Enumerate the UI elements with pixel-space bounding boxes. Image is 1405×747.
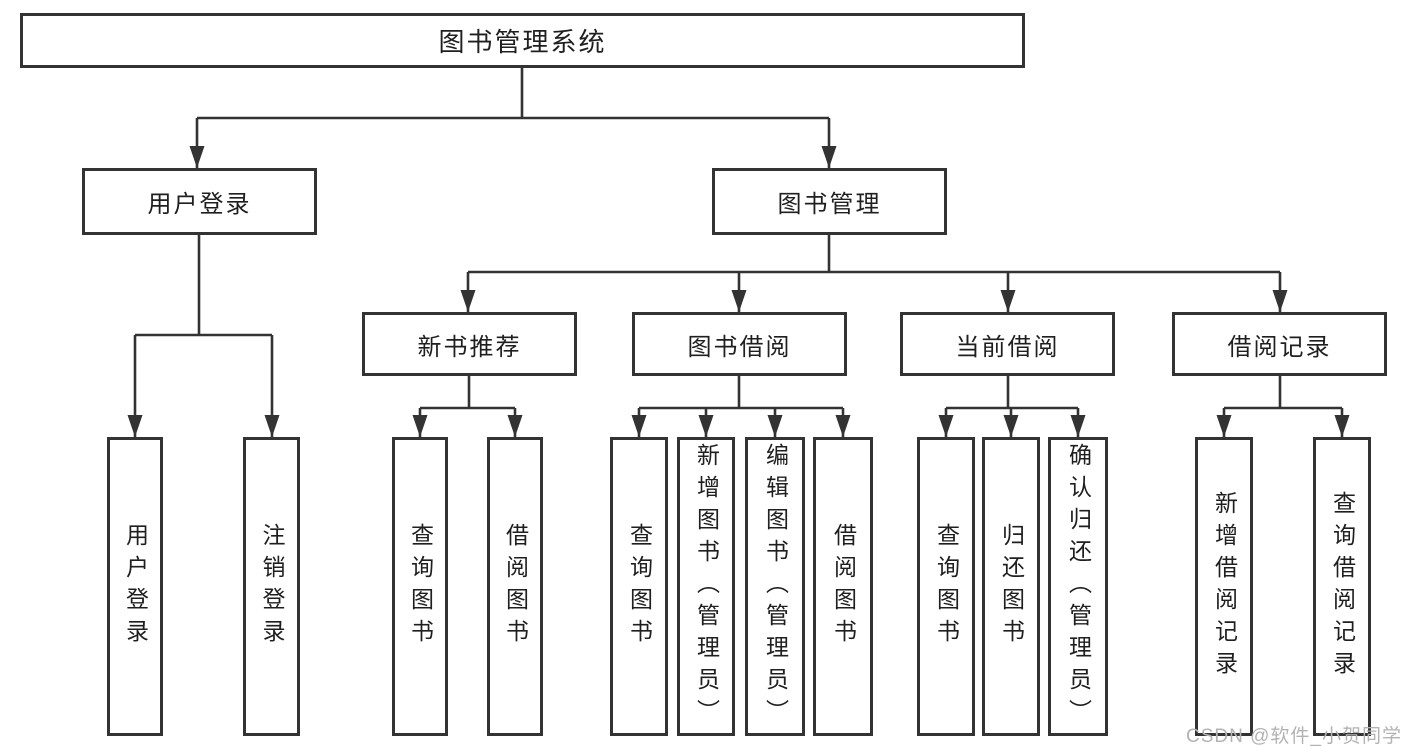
connector-book-borrowing [631,376,851,437]
node-label: 查询借阅记录 [1329,490,1356,683]
node-add-borrow-record: 新增借阅记录 [1195,437,1253,736]
node-label: 新书推荐 [417,333,522,361]
node-query-books-current: 查询图书 [917,437,975,736]
node-borrow-books-recommend: 借阅图书 [487,437,543,736]
node-query-books-borrowing: 查询图书 [610,437,668,736]
node-new-book-recommendation: 新书推荐 [362,312,577,376]
node-book-management: 图书管理 [712,168,947,235]
node-borrow-books-leaf: 借阅图书 [813,437,873,736]
node-label: 图书管理 [777,191,882,218]
connector-book-management [460,235,1288,312]
node-label: 归还图书 [998,522,1025,651]
node-label: 查询图书 [626,522,653,651]
node-library-management-system: 图书管理系统 [20,13,1025,68]
connector-current-borrowing [938,376,1086,437]
node-book-borrowing: 图书借阅 [632,312,847,376]
node-label: 编辑图书（管理员） [762,442,789,731]
node-label: 查询图书 [407,522,434,651]
node-label: 注销登录 [259,522,285,651]
node-label: 图书管理系统 [438,27,607,57]
connector-borrowing-records [1216,376,1350,437]
connector-new-book-recommendation [412,376,523,437]
node-label: 图书借阅 [687,333,792,361]
node-label: 借阅图书 [830,522,857,651]
node-label: 借阅图书 [502,522,529,651]
node-logout-login: 注销登录 [243,437,300,736]
node-edit-books-admin: 编辑图书（管理员） [745,437,805,736]
node-label: 用户登录 [122,522,149,651]
node-label: 用户登录 [147,191,252,218]
node-label: 查询图书 [933,522,960,651]
node-label: 借阅记录 [1227,333,1332,361]
node-current-borrowing: 当前借阅 [900,312,1115,376]
node-query-borrow-record: 查询借阅记录 [1313,437,1371,736]
connector-root [189,68,837,168]
node-user-login-leaf: 用户登录 [107,437,163,736]
csdn-watermark: CSDN @软件_小贺同学 [1186,726,1402,747]
node-label: 新增借阅记录 [1211,490,1238,683]
node-query-books-recommend: 查询图书 [392,437,448,736]
node-label: 新增图书（管理员） [693,442,720,731]
node-confirm-return-admin: 确认归还（管理员） [1048,437,1108,736]
node-add-books-admin: 新增图书（管理员） [677,437,735,736]
node-borrowing-records: 借阅记录 [1172,312,1387,376]
node-label: 确认归还（管理员） [1065,442,1092,731]
connector-user-login [127,235,280,437]
node-return-books: 归还图书 [982,437,1040,736]
node-label: 当前借阅 [955,333,1060,361]
node-user-login: 用户登录 [82,168,317,235]
